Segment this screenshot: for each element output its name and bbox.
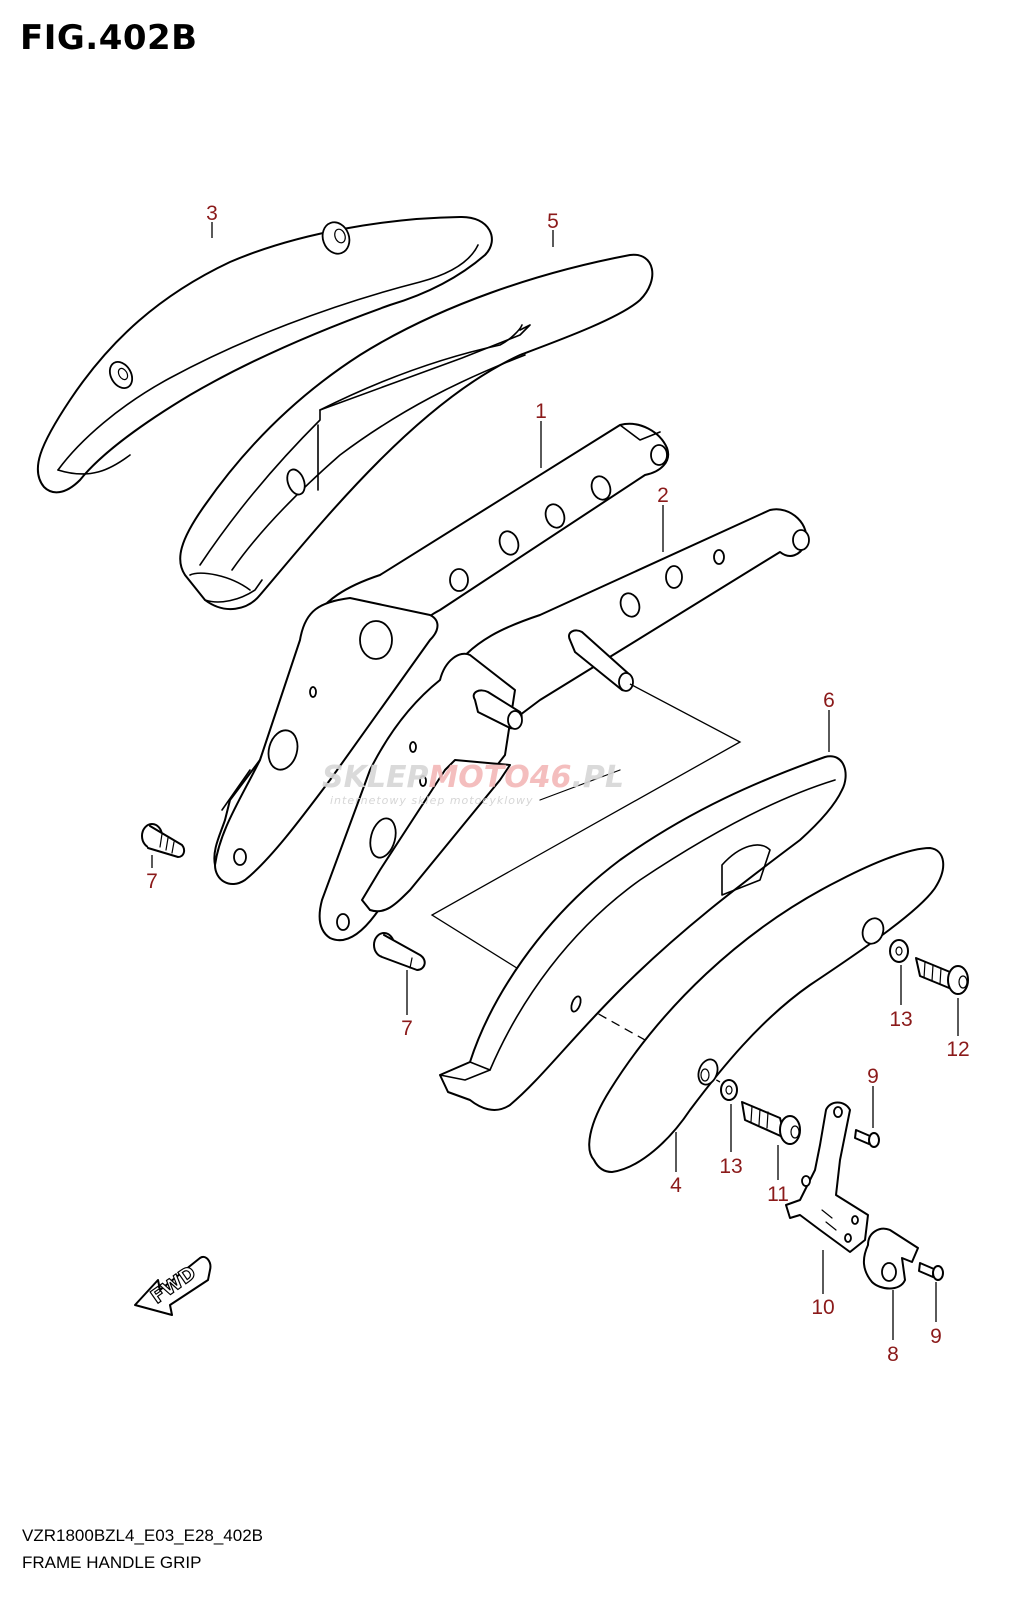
callout-7-right: 7 bbox=[401, 1017, 413, 1040]
part-1-handle-grip-bracket bbox=[213, 422, 670, 885]
callout-1: 1 bbox=[535, 400, 547, 423]
watermark-tagline: internetowy sklep motocyklowy bbox=[330, 794, 534, 807]
part-9-screw-lower bbox=[918, 1262, 944, 1281]
part-13-washer-upper bbox=[889, 939, 909, 963]
part-8-clamp bbox=[862, 1227, 919, 1290]
watermark: SKLEPMOTO46.PL internetowy sklep motocyk… bbox=[322, 760, 624, 807]
fwd-direction-arrow: FWD bbox=[134, 1256, 212, 1316]
part-2-handle-grip-bracket bbox=[318, 508, 810, 942]
part-7-bolt-right bbox=[373, 932, 426, 971]
callout-12: 12 bbox=[946, 1038, 969, 1061]
callout-2: 2 bbox=[657, 484, 669, 507]
part-13-washer-lower bbox=[720, 1079, 738, 1101]
part-7-bolt-left bbox=[141, 823, 186, 858]
part-11-flange-bolt bbox=[741, 1101, 801, 1145]
callout-4: 4 bbox=[670, 1174, 682, 1197]
callout-13-upper: 13 bbox=[889, 1008, 912, 1031]
watermark-brand: SKLEPMOTO46.PL bbox=[322, 760, 624, 795]
figure-name: FRAME HANDLE GRIP bbox=[22, 1553, 202, 1572]
callout-labels: 3 5 1 2 6 7 7 13 12 9 13 11 4 10 9 8 bbox=[146, 202, 970, 1366]
callout-10: 10 bbox=[811, 1296, 834, 1319]
callout-3: 3 bbox=[206, 202, 218, 225]
part-12-flange-bolt bbox=[915, 957, 969, 995]
figure-title: FIG.402B bbox=[20, 18, 198, 58]
callout-5: 5 bbox=[547, 210, 559, 233]
part-10-bracket bbox=[785, 1101, 869, 1253]
callout-leaders bbox=[151, 222, 959, 1340]
part-9-screw-upper bbox=[854, 1129, 880, 1148]
callout-6: 6 bbox=[823, 689, 835, 712]
part-5-upper-inner-cover bbox=[179, 253, 654, 611]
callout-8: 8 bbox=[887, 1343, 899, 1366]
callout-9-upper: 9 bbox=[867, 1065, 879, 1088]
callout-11: 11 bbox=[767, 1183, 789, 1206]
part-3-upper-cover bbox=[36, 215, 493, 494]
callout-13-lower: 13 bbox=[719, 1155, 742, 1178]
part-4-lower-outer-cover bbox=[588, 847, 945, 1173]
callout-9-lower: 9 bbox=[930, 1325, 942, 1348]
model-code: VZR1800BZL4_E03_E28_402B bbox=[22, 1526, 264, 1545]
part-6-lower-inner-cover bbox=[439, 755, 847, 1111]
callout-7-left: 7 bbox=[146, 870, 158, 893]
